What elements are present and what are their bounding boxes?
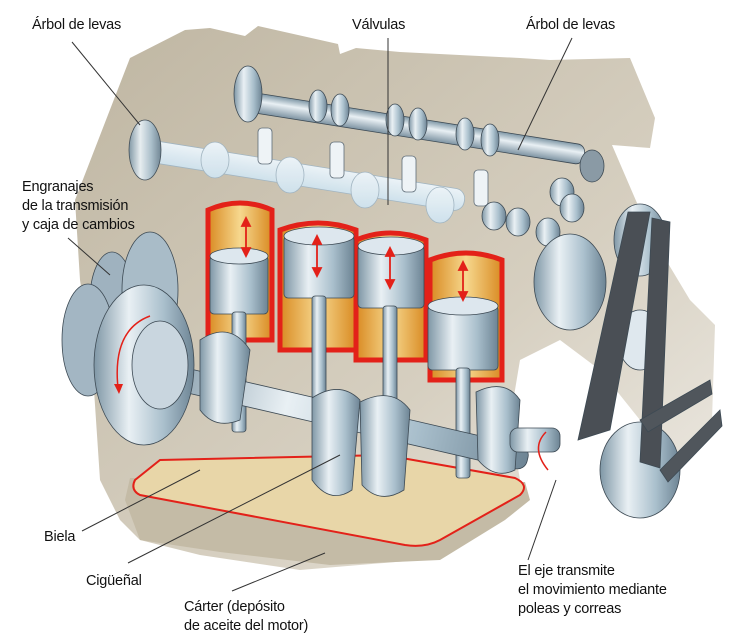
piston-3 [357,236,425,309]
label-camshaft-right: Árbol de levas [526,17,616,33]
label-shaft-note: El eje transmite el movimiento mediante … [518,563,667,617]
camshaft-front [128,119,466,224]
alternator-pulley [533,233,607,331]
valve-springs [257,127,489,207]
shaft-rotation-arrow [537,431,549,471]
camshaft-rear [233,65,605,183]
label-connecting-rod: Biela [44,529,76,545]
piston-4 [427,296,499,371]
flywheel-rotation-arrow [116,315,151,389]
piston-motion-arrows [240,215,469,303]
transmission-gears [61,231,195,446]
label-transmission-gears: Engranajes de la transmisión y caja de c… [22,179,135,233]
piston-2 [283,226,355,299]
pistons [209,226,499,371]
label-oil-pan: Cárter (depósito de aceite del motor) [184,599,309,634]
oil-surface [132,453,525,547]
pulleys-and-belts [533,203,723,519]
drive-belt [577,211,651,441]
crankshaft [156,331,561,497]
label-crankshaft: Cigüeñal [86,573,142,589]
piston-1 [209,247,269,315]
label-camshaft-left: Árbol de levas [32,17,122,33]
label-valves: Válvulas [352,17,406,33]
leader-lines [67,37,573,592]
